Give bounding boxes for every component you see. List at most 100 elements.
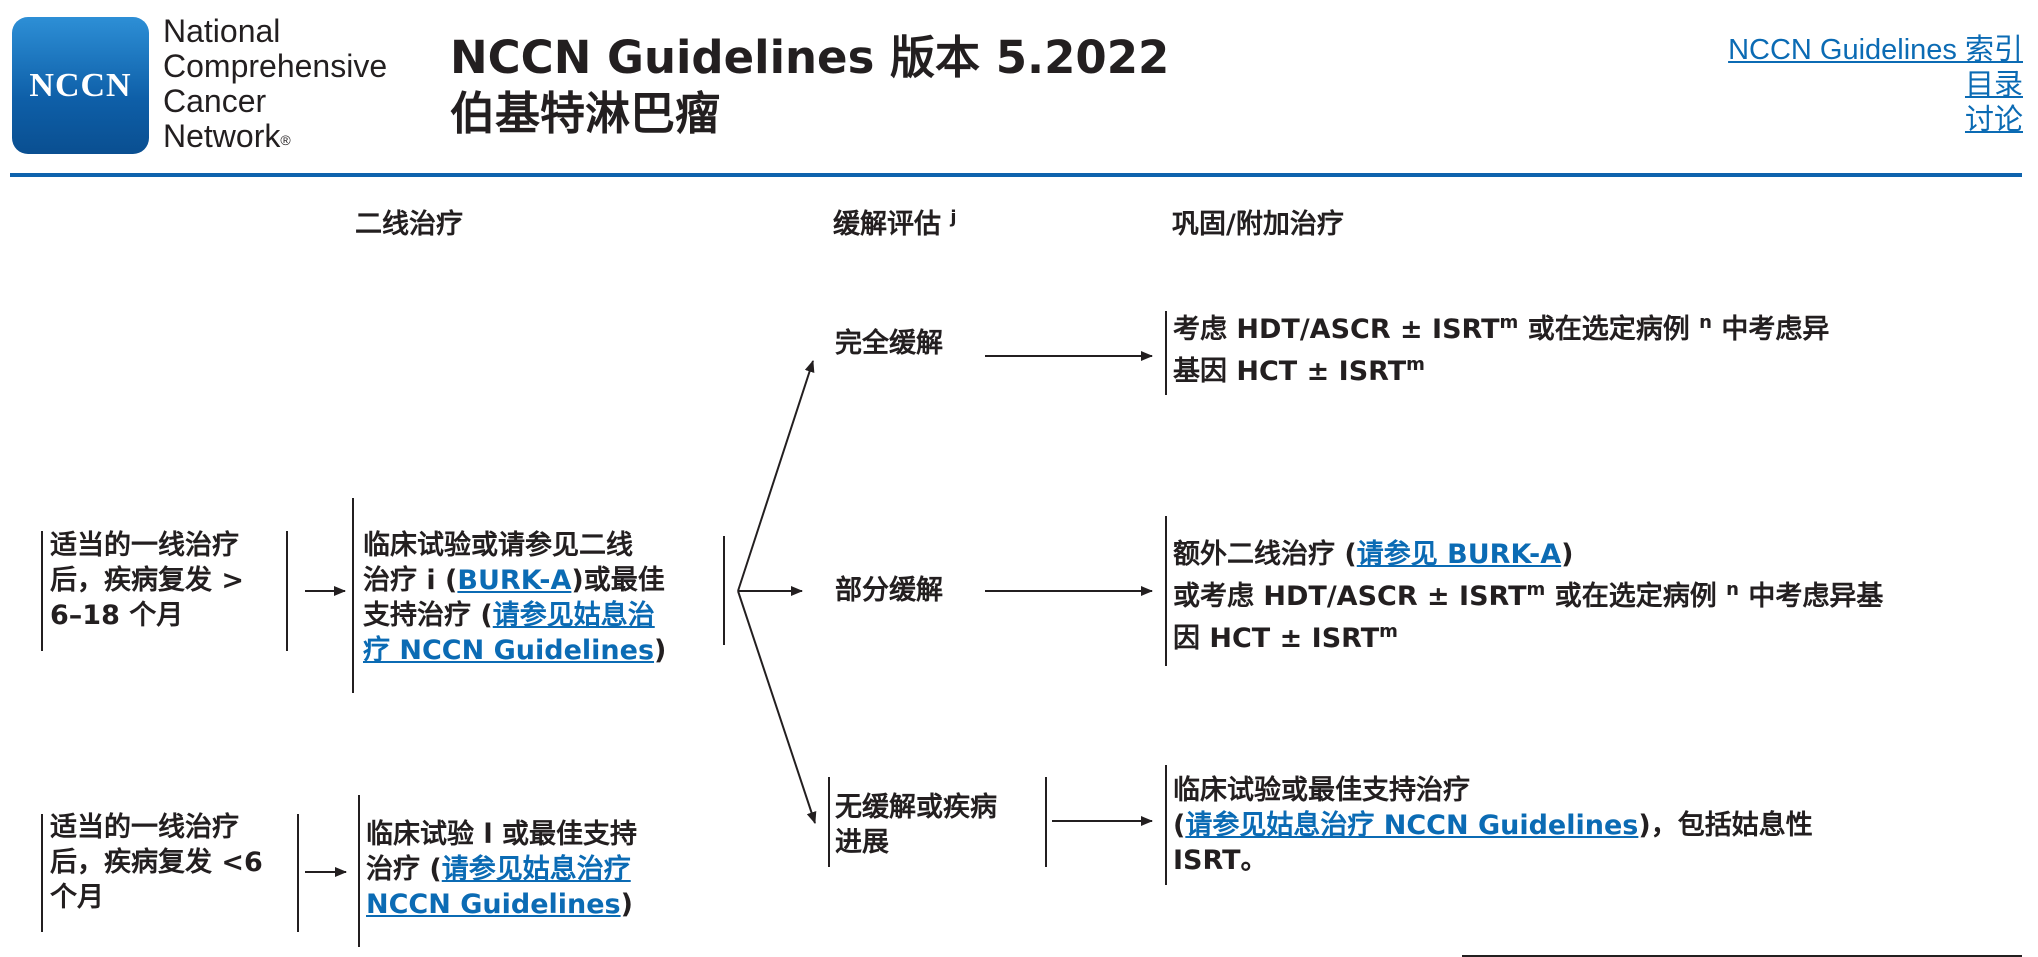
arrow-to-no-response: [737, 590, 817, 824]
footnote-m: m: [1379, 621, 1398, 642]
outcome-complete-line-1: 考虑 HDT/ASCR ± ISRTm 或在选定病例 n 中考虑异: [1173, 305, 1829, 347]
relapse-early-line-1: 适当的一线治疗: [50, 812, 239, 843]
outcome-partial: 额外二线治疗 (请参见 BURK-A) 或考虑 HDT/ASCR ± ISRTm…: [1173, 537, 1883, 656]
palliative-care-link[interactable]: 请参见姑息治疗 NCCN Guidelines: [1185, 810, 1639, 841]
outcome-none-line-2: (请参见姑息治疗 NCCN Guidelines)，包括姑息性: [1173, 808, 1813, 843]
outcome-none-text-a: (: [1173, 810, 1186, 841]
palliative-care-link-part2[interactable]: 疗 NCCN Guidelines: [363, 635, 655, 666]
response-none-line-2: 进展: [835, 827, 889, 858]
box-right-treatment-late: [723, 536, 725, 645]
column-header-response: 缓解评估 j: [833, 202, 957, 241]
palliative-care-link-part1[interactable]: 请参见姑息治: [492, 600, 655, 631]
box-left-outcome-partial: [1165, 516, 1167, 666]
burk-a-link[interactable]: BURK-A: [457, 565, 572, 596]
title-disease: 伯基特淋巴瘤: [450, 87, 721, 140]
guidelines-index-link[interactable]: NCCN Guidelines 索引: [1728, 34, 2023, 66]
outcome-partial-text-e: 中考虑异基: [1738, 581, 1884, 612]
relapse-late-line-3: 6–18 个月: [50, 600, 184, 631]
response-none-line-1: 无缓解或疾病: [835, 792, 997, 823]
title-version: NCCN Guidelines 版本 5.2022: [450, 31, 1170, 84]
box-left-relapse-early: [41, 814, 43, 932]
arrow-to-complete-response: [737, 360, 815, 592]
relapse-early-line-2: 后，疾病复发 <6: [50, 847, 263, 878]
org-line-2: Comprehensive: [163, 48, 388, 84]
column-header-second-line: 二线治疗: [355, 209, 463, 240]
footnote-j: j: [950, 207, 957, 228]
box-right-relapse-late: [286, 531, 288, 651]
treatment-late-text-d: ): [654, 635, 667, 666]
outcome-none-line-1: 临床试验或最佳支持治疗: [1173, 775, 1470, 806]
response-header-text: 缓解评估: [833, 209, 941, 240]
treatment-early-box: 临床试验 l 或最佳支持 治疗 (请参见姑息治疗 NCCN Guidelines…: [366, 817, 637, 922]
nccn-logo: NCCN: [12, 17, 149, 154]
footnote-m: m: [1406, 354, 1425, 375]
outcome-complete-line-2: 基因 HCT ± ISRTm: [1173, 347, 1829, 389]
footnote-m: m: [1526, 579, 1546, 600]
top-nav-links: NCCN Guidelines 索引 目录 讨论: [1728, 33, 2023, 138]
outcome-complete-text-a: 考虑 HDT/ASCR ± ISRT: [1173, 314, 1500, 345]
outcome-none-line-3: ISRT。: [1173, 845, 1268, 876]
treatment-early-text-b: ): [620, 889, 633, 920]
outcome-complete-text-d: 基因 HCT ± ISRT: [1173, 356, 1407, 387]
treatment-late-line-3: 支持治疗 (请参见姑息治: [363, 598, 666, 633]
box-left-treatment-early: [358, 795, 360, 947]
see-burk-a-link[interactable]: 请参见 BURK-A: [1356, 539, 1562, 570]
palliative-care-link-early-part2[interactable]: NCCN Guidelines: [366, 889, 621, 920]
outcome-partial-text-b: ): [1561, 539, 1574, 570]
outcome-complete: 考虑 HDT/ASCR ± ISRTm 或在选定病例 n 中考虑异 基因 HCT…: [1173, 305, 1829, 389]
outcome-partial-text-d: 或在选定病例: [1545, 581, 1727, 612]
response-partial: 部分缓解: [835, 575, 943, 606]
treatment-late-line-1: 临床试验或请参见二线: [363, 530, 633, 561]
outcome-partial-text-c: 或考虑 HDT/ASCR ± ISRT: [1173, 581, 1527, 612]
logo-text: NCCN: [29, 66, 132, 104]
outcome-partial-text-f: 因 HCT ± ISRT: [1173, 623, 1380, 654]
treatment-early-line-3: NCCN Guidelines): [366, 887, 637, 922]
org-line-4-text: Network: [163, 118, 281, 154]
palliative-care-link-early-part1[interactable]: 请参见姑息治疗: [441, 854, 631, 885]
registered-mark: ®: [280, 132, 291, 148]
relapse-late-line-2: 后，疾病复发 >: [50, 565, 245, 596]
discussion-link[interactable]: 讨论: [1964, 104, 2023, 136]
page-title: NCCN Guidelines 版本 5.2022 伯基特淋巴瘤: [450, 30, 1169, 142]
organization-name: National Comprehensive Cancer Network®: [163, 14, 387, 154]
treatment-early-line-2: 治疗 (请参见姑息治疗: [366, 852, 637, 887]
outcome-none: 临床试验或最佳支持治疗 (请参见姑息治疗 NCCN Guidelines)，包括…: [1173, 773, 1813, 878]
treatment-late-box: 临床试验或请参见二线 治疗 i (BURK-A)或最佳 支持治疗 (请参见姑息治…: [363, 528, 666, 668]
outcome-complete-text-b: 或在选定病例: [1518, 314, 1700, 345]
box-left-relapse-late: [41, 531, 43, 651]
relapse-early-line-3: 个月: [50, 882, 104, 913]
treatment-late-line-2: 治疗 i (BURK-A)或最佳: [363, 563, 666, 598]
relapse-early-box: 适当的一线治疗 后，疾病复发 <6 个月: [50, 810, 263, 915]
footnote-m: m: [1499, 312, 1519, 333]
response-none: 无缓解或疾病 进展: [835, 790, 997, 860]
footnote-n: n: [1699, 312, 1712, 333]
treatment-early-text-a: 治疗 (: [366, 854, 442, 885]
header-divider: [10, 173, 2022, 177]
box-right-relapse-early: [297, 814, 299, 932]
org-line-3: Cancer: [163, 83, 267, 119]
outcome-partial-text-a: 额外二线治疗 (: [1173, 539, 1357, 570]
table-of-contents-link[interactable]: 目录: [1964, 69, 2023, 101]
org-line-1: National: [163, 13, 281, 49]
treatment-late-text-a: 治疗 i (: [363, 565, 458, 596]
outcome-none-text-b: )，包括姑息性: [1638, 810, 1813, 841]
outcome-partial-line-3: 因 HCT ± ISRTm: [1173, 614, 1883, 656]
box-left-outcome-complete: [1165, 311, 1167, 395]
treatment-late-text-b: )或最佳: [571, 565, 665, 596]
relapse-late-line-1: 适当的一线治疗: [50, 530, 239, 561]
outcome-partial-line-1: 额外二线治疗 (请参见 BURK-A): [1173, 537, 1883, 572]
box-left-treatment-late: [352, 498, 354, 693]
response-complete: 完全缓解: [835, 328, 943, 359]
footnote-n: n: [1726, 579, 1739, 600]
treatment-late-text-c: 支持治疗 (: [363, 600, 493, 631]
box-left-outcome-none: [1165, 765, 1167, 885]
box-right-no-response: [1045, 777, 1047, 867]
outcome-partial-line-2: 或考虑 HDT/ASCR ± ISRTm 或在选定病例 n 中考虑异基: [1173, 572, 1883, 614]
treatment-early-line-1: 临床试验 l 或最佳支持: [366, 819, 638, 850]
treatment-late-line-4: 疗 NCCN Guidelines): [363, 633, 666, 668]
outcome-complete-text-c: 中考虑异: [1711, 314, 1830, 345]
relapse-late-box: 适当的一线治疗 后，疾病复发 > 6–18 个月: [50, 528, 244, 633]
box-left-no-response: [828, 777, 830, 867]
org-line-4: Network®: [163, 119, 387, 154]
